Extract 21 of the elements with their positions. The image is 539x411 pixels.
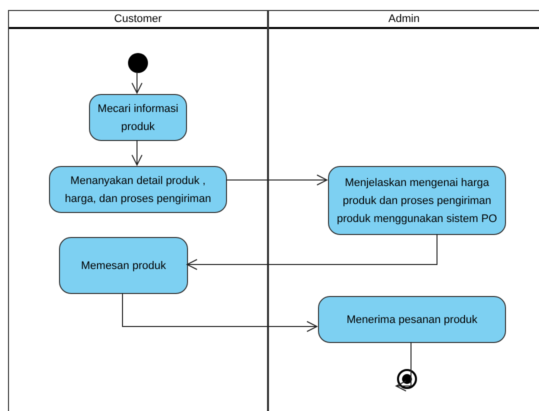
action-box xyxy=(59,237,188,294)
action-box xyxy=(49,166,227,213)
lane-header: Admin xyxy=(388,14,420,24)
action-box xyxy=(89,94,187,141)
arrow xyxy=(132,72,142,94)
lane-header: Customer xyxy=(114,14,162,24)
swimlane xyxy=(268,10,539,411)
swimlane xyxy=(8,10,268,411)
arrow xyxy=(122,292,318,332)
action-label: Mecari informasi produk xyxy=(96,102,180,134)
action-label: Memesan produk xyxy=(81,258,166,274)
initial-node xyxy=(128,53,148,73)
action-label: Menjelaskan mengenai harga produk dan proses pengiriman produk menggunakan sistem PO xyxy=(336,176,498,226)
arrow xyxy=(132,140,142,166)
arrow xyxy=(186,234,438,270)
action-label: Menerima pesanan produk xyxy=(346,312,478,328)
action-label: Menanyakan detail produk , harga, dan proses pengiriman xyxy=(64,174,212,206)
action-box xyxy=(318,296,506,343)
arrow xyxy=(226,174,328,186)
arrow xyxy=(396,342,412,392)
action-box xyxy=(328,166,506,235)
